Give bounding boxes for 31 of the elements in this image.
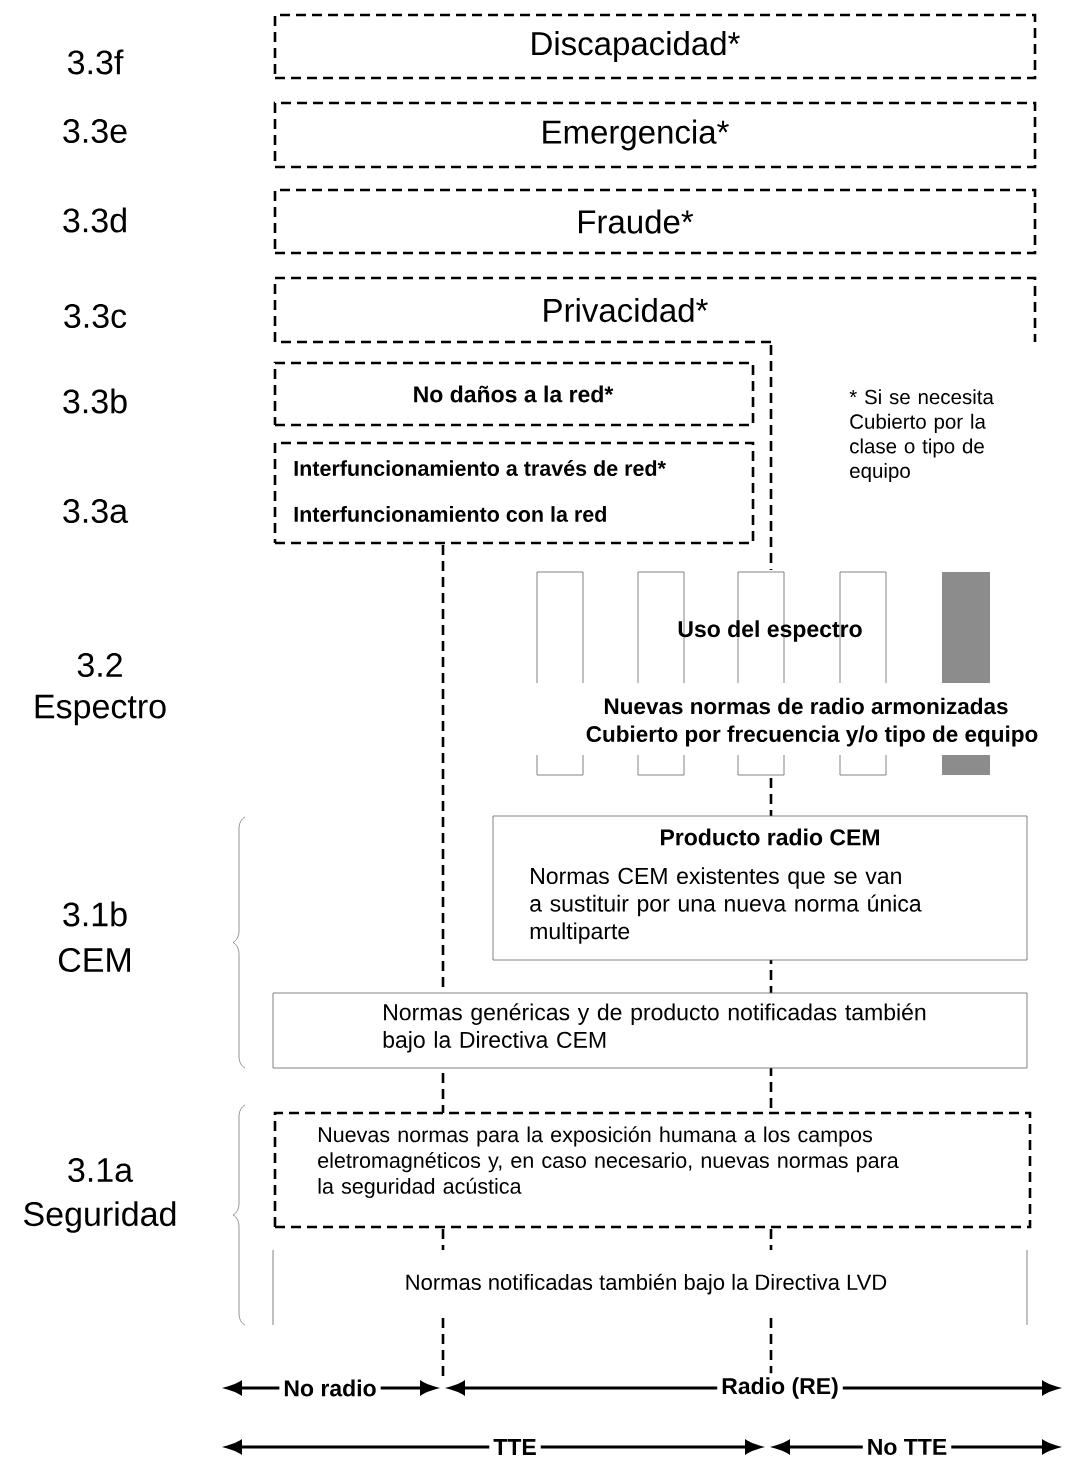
row-label: 3.3e	[63, 118, 127, 144]
standard-box: Producto radio CEM Normas CEM existentes que se van a sustituir por una nueva norma única multiparte	[492, 815, 1028, 961]
spectrum-columns-drawing: Uso del espectro Nuevas normas de radio armonizadas Cubierto por frecuencia y/o tipo de equipo	[536, 571, 1038, 776]
node-label: Cubierto por frecuencia y/o tipo de equipo	[586, 725, 1038, 747]
range-label: Radio (RE)	[717, 1373, 843, 1403]
row-label: 3.2	[77, 652, 122, 678]
row-label: 3.1a	[68, 1157, 134, 1183]
dashed-box: Nuevas normas para la exposición humana a los campos eletromagnéticos y, en caso necesario, nuevas normas para la seguridad acústica	[273, 1111, 1032, 1229]
range-label: No radio	[279, 1375, 381, 1401]
open-box: Normas notificadas también bajo la Directiva LVD	[272, 1249, 1028, 1326]
dashed-box: Interfuncionamiento a través de red* Interfuncionamiento con la red	[273, 441, 755, 545]
standard-box: Normas genéricas y de producto notificadas también bajo la Directiva CEM	[272, 992, 1028, 1069]
dashed-box: Discapacidad*	[273, 13, 1037, 80]
row-label: 3.3c	[64, 303, 127, 329]
row-label: 3.3f	[67, 49, 124, 75]
node-label: Uso del espectro	[678, 620, 862, 642]
row-label: CEM	[58, 947, 130, 973]
row-label: Seguridad	[24, 1201, 176, 1233]
range-label: TTE	[489, 1435, 541, 1459]
footnote: * Si se necesita Cubierto por la clase o tipo de equipo	[849, 389, 994, 483]
row-label: 3.3d	[63, 207, 126, 233]
row-label: 3.3b	[63, 388, 127, 414]
dashed-box: No daños a la red*	[273, 361, 755, 427]
dashed-box: Privacidad*	[273, 276, 1037, 344]
dashed-box: Emergencia*	[273, 101, 1037, 169]
node-label: Nuevas normas de radio armonizadas	[604, 697, 1008, 715]
row-label: 3.3a	[63, 498, 129, 524]
dashed-box: Fraude*	[273, 188, 1037, 255]
row-label: 3.1b	[63, 901, 127, 927]
row-label: Espectro	[35, 694, 166, 726]
range-label: No TTE	[862, 1435, 952, 1460]
